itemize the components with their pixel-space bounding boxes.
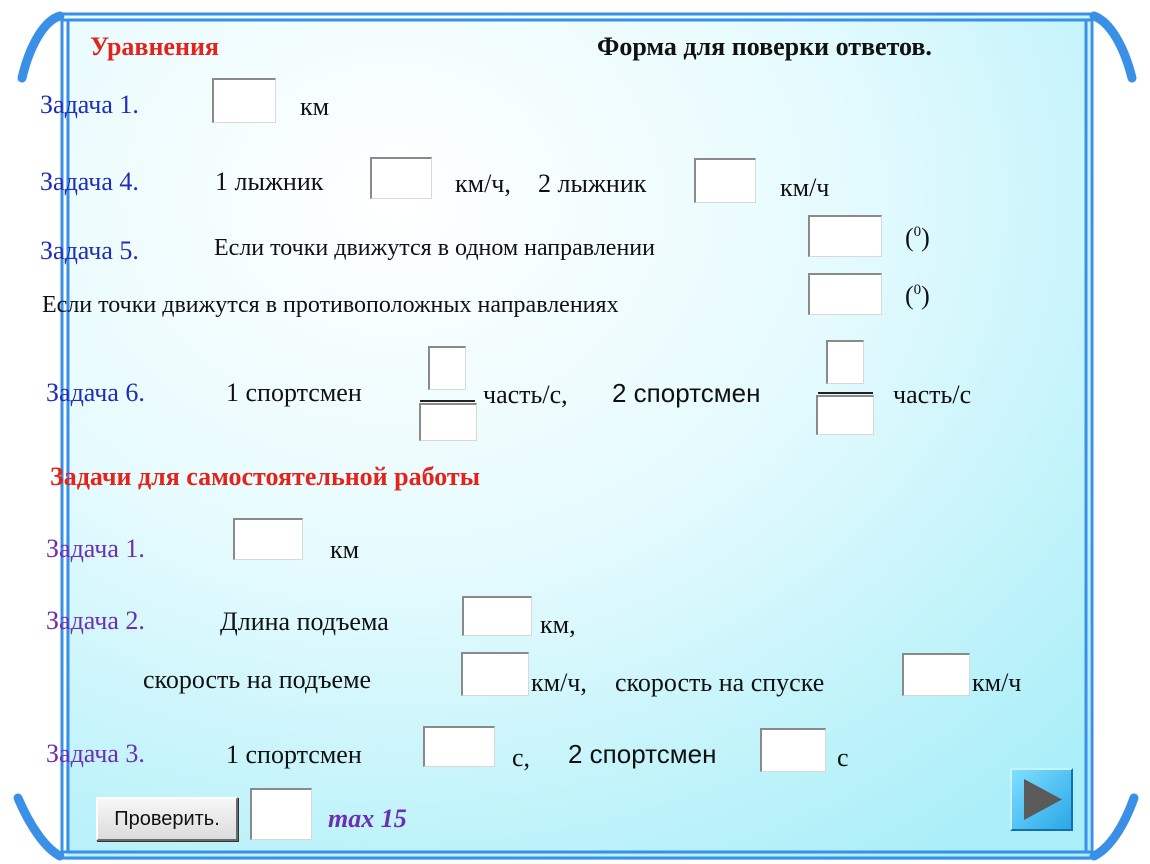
p2-task2-descent-speed-unit: км/ч xyxy=(972,668,1022,697)
p2-task1-label: Задача 1. xyxy=(46,534,145,563)
p2-task3-sport1-time-input[interactable] xyxy=(423,726,495,767)
p2-task2-climb-length-label: Длина подъема xyxy=(220,607,389,636)
p2-task3-sport2-label: 2 спортсмен xyxy=(568,739,717,769)
task6-sport1-denominator-input[interactable] xyxy=(419,403,477,441)
play-triangle-icon xyxy=(1024,779,1062,820)
p2-task2-climb-length-unit: км, xyxy=(540,610,576,639)
next-slide-button[interactable] xyxy=(1010,768,1073,831)
p2-task2-climb-speed-unit: км/ч, xyxy=(531,668,587,697)
max-score-label: max 15 xyxy=(328,804,407,833)
p2-task3-unit1: с, xyxy=(512,743,531,772)
task5-opposite-direction-text: Если точки движутся в противоположных на… xyxy=(42,292,619,318)
p2-task2-climb-length-input[interactable] xyxy=(462,596,532,636)
task4-skier1-label: 1 лыжник xyxy=(215,167,324,196)
task1-answer-input[interactable] xyxy=(212,78,276,123)
task4-label: Задача 4. xyxy=(40,167,139,196)
task5-degree-unit-1: (0) xyxy=(905,223,930,252)
p2-task3-unit2: с xyxy=(837,743,849,772)
task6-sport1-numerator-input[interactable] xyxy=(428,346,466,390)
task4-skier2-label: 2 лыжник xyxy=(538,169,647,198)
task5-same-direction-text: Если точки движутся в одном направлении xyxy=(214,235,655,261)
task6-sport2-fraction-bar xyxy=(818,392,873,394)
task4-skier2-speed-input[interactable] xyxy=(694,158,756,203)
task6-sport1-label: 1 спортсмен xyxy=(226,378,362,407)
form-title: Форма для поверки ответов. xyxy=(597,32,932,61)
task6-unit1: часть/с, xyxy=(483,380,568,409)
task5-label: Задача 5. xyxy=(40,236,139,265)
task4-unit1: км/ч, xyxy=(455,169,511,198)
p2-task2-climb-speed-label: скорость на подъеме xyxy=(143,665,372,694)
task6-sport2-label: 2 спортсмен xyxy=(612,378,761,408)
task1-unit: км xyxy=(300,92,330,121)
section-title: Уравнения xyxy=(90,32,219,61)
task5-opposite-direction-input[interactable] xyxy=(808,273,882,315)
task6-sport2-numerator-input[interactable] xyxy=(826,340,864,384)
task1-label: Задача 1. xyxy=(40,90,139,119)
score-display-field[interactable] xyxy=(250,788,312,840)
p2-task2-label: Задача 2. xyxy=(46,606,145,635)
p2-task3-label: Задача 3. xyxy=(46,739,145,768)
p2-task1-answer-input[interactable] xyxy=(233,518,303,560)
task4-unit2: км/ч xyxy=(780,173,830,202)
task6-sport1-fraction-bar xyxy=(420,400,475,402)
task6-unit2: часть/с xyxy=(893,380,972,409)
independent-work-title: Задачи для самостоятельной работы xyxy=(50,462,481,491)
check-button[interactable]: Проверить. xyxy=(96,797,238,841)
task4-skier1-speed-input[interactable] xyxy=(370,157,432,199)
task5-same-direction-input[interactable] xyxy=(808,215,882,257)
task6-label: Задача 6. xyxy=(46,378,145,407)
p2-task2-climb-speed-input[interactable] xyxy=(461,652,529,696)
task6-sport2-denominator-input[interactable] xyxy=(816,395,874,435)
p2-task2-descent-speed-label: скорость на спуске xyxy=(615,668,825,697)
p2-task3-sport2-time-input[interactable] xyxy=(760,728,826,772)
p2-task1-unit: км xyxy=(330,535,360,564)
task5-degree-unit-2: (0) xyxy=(905,281,930,310)
p2-task3-sport1-label: 1 спортсмен xyxy=(226,740,362,769)
p2-task2-descent-speed-input[interactable] xyxy=(902,653,970,696)
